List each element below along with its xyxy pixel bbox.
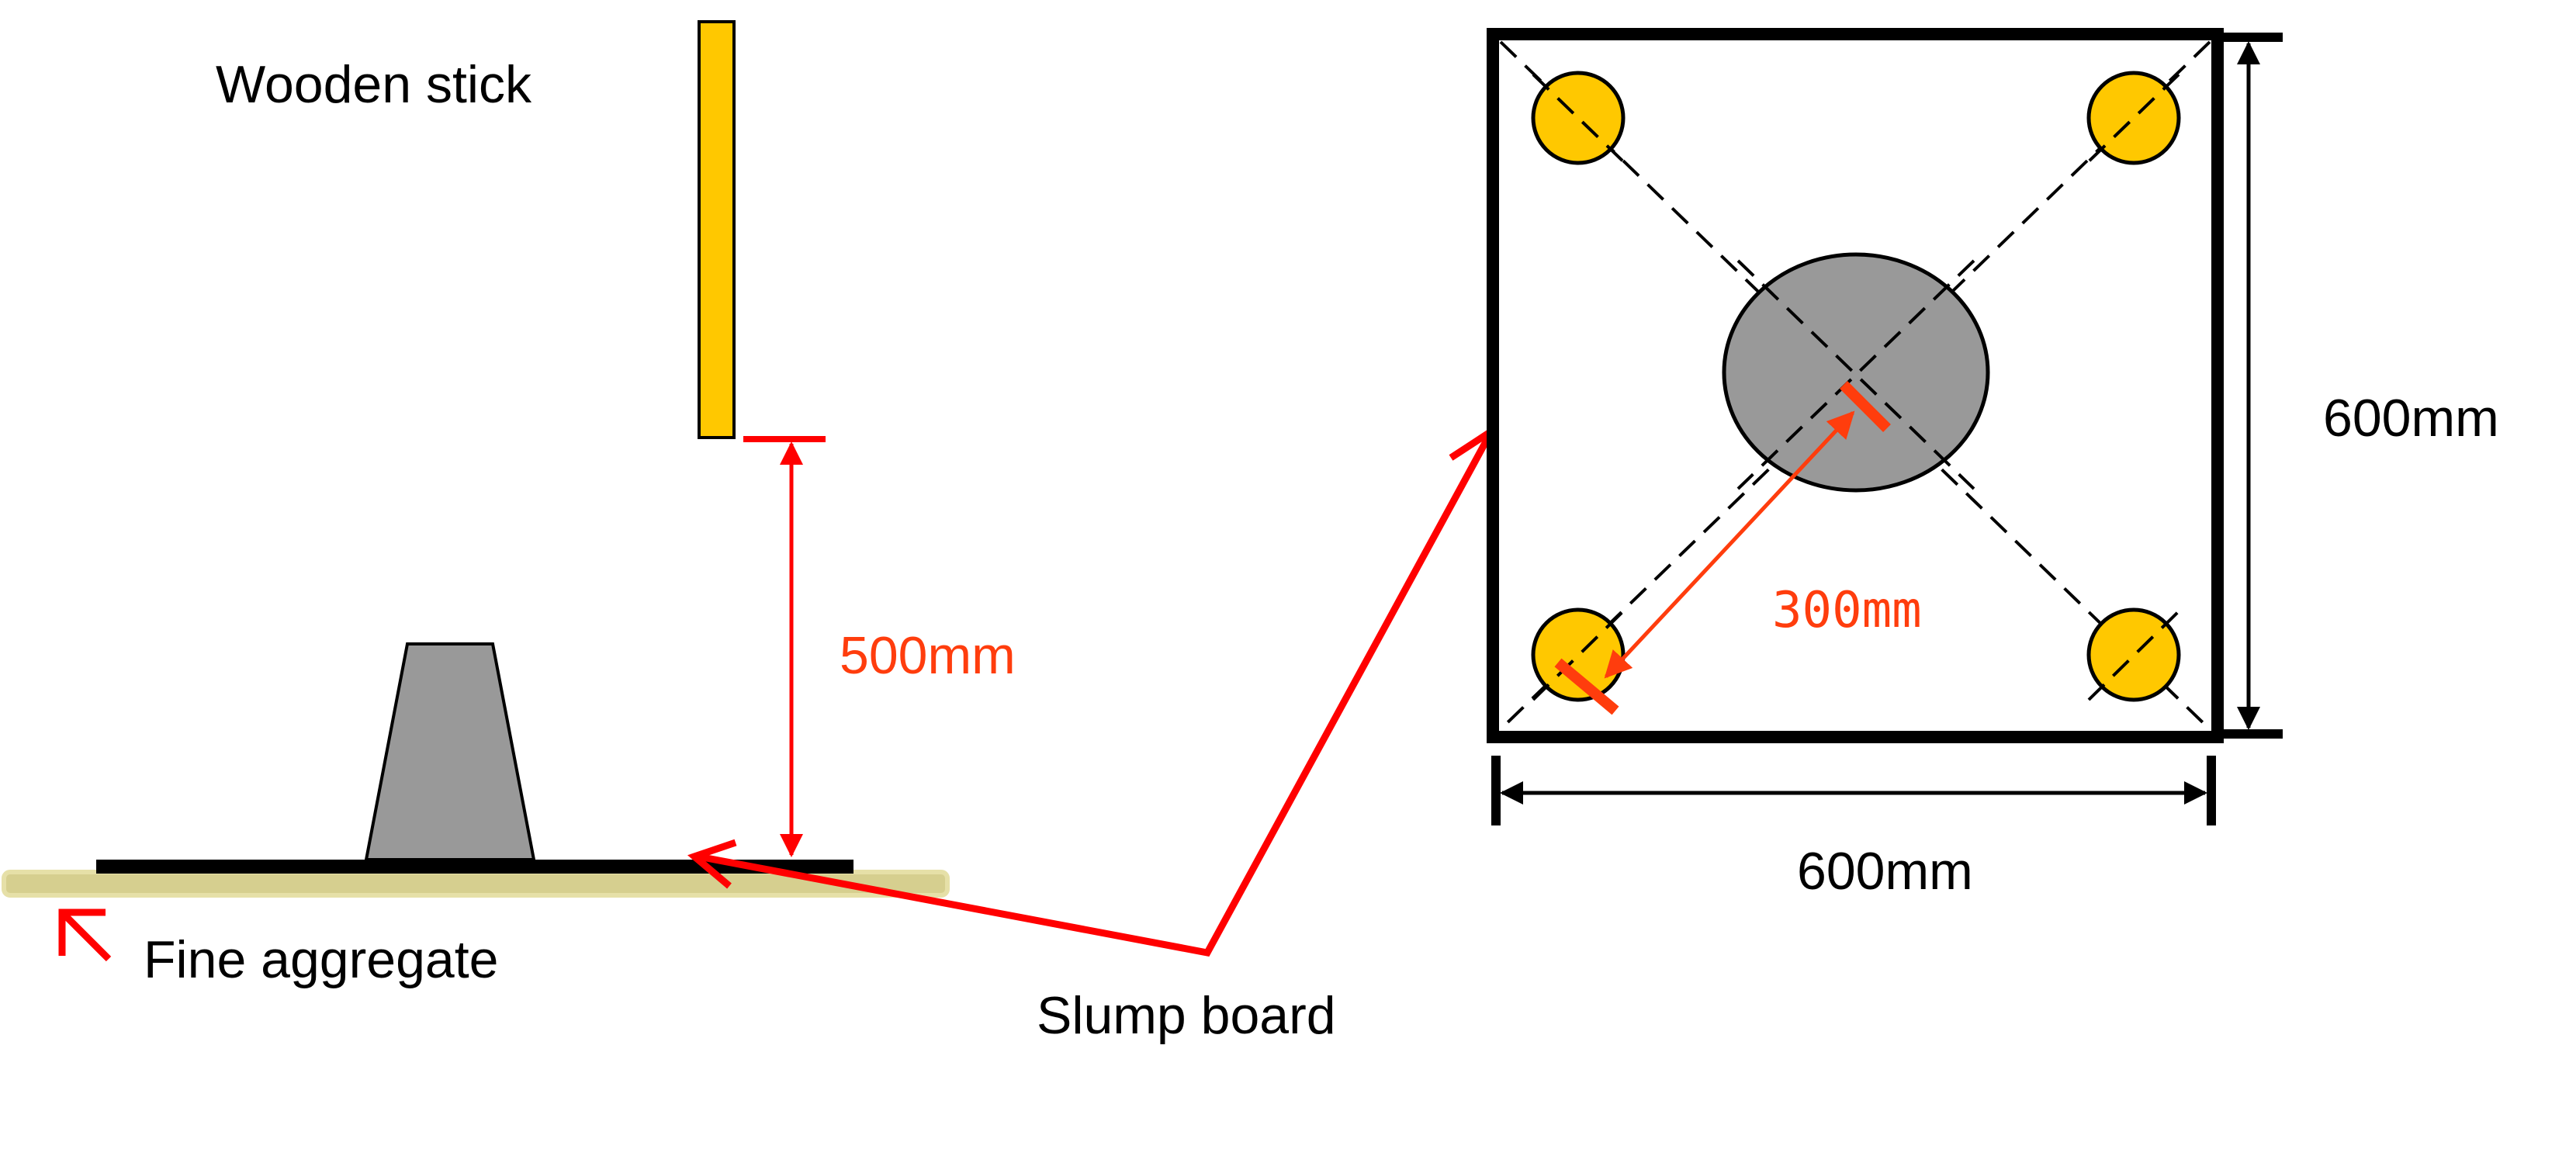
board-width-label: 600mm xyxy=(1797,842,1973,901)
wooden-stick-label: Wooden stick xyxy=(216,55,532,114)
concrete-spread xyxy=(1722,252,1990,493)
fine-aggregate-arrow xyxy=(58,908,112,962)
drop-height-dimension xyxy=(743,436,826,857)
slump-board-label: Slump board xyxy=(1037,986,1336,1045)
corner-marker-top-right xyxy=(2086,71,2181,165)
drop-height-label: 500mm xyxy=(840,626,1016,685)
corner-marker-bottom-right xyxy=(2086,607,2181,702)
diagonal-dimension xyxy=(1554,381,1891,715)
corner-marker-top-left xyxy=(1531,71,1626,165)
diagonal-distance-label: 300mm xyxy=(1772,582,1922,639)
board-height-label: 600mm xyxy=(2323,389,2499,448)
wooden-stick xyxy=(698,20,736,439)
fine-aggregate-label: Fine aggregate xyxy=(144,930,498,989)
slump-cone xyxy=(364,642,536,861)
corner-markers xyxy=(1531,71,2181,702)
slump-board-plate xyxy=(96,860,853,874)
board-width-dimension xyxy=(1491,756,2216,825)
board-height-dimension xyxy=(2213,33,2283,739)
